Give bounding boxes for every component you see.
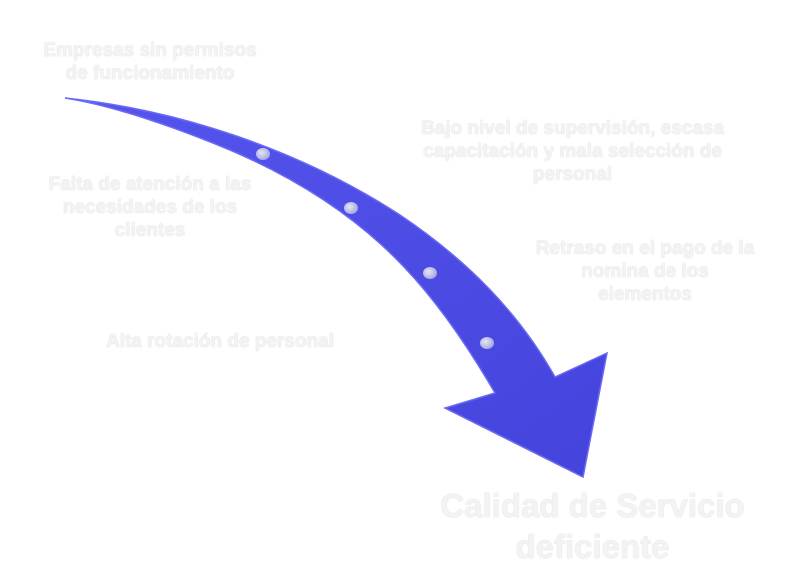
effect-calidad-servicio: Calidad de Servicio deficiente: [440, 487, 745, 566]
dot-icon: [256, 148, 270, 160]
dot-icon: [480, 337, 494, 349]
dot-icon: [423, 267, 437, 279]
cause-empresas-sin-permisos: Empresas sin permisos de funcionamiento: [43, 40, 257, 84]
cause-retraso-pago: Retraso en el pago de la nomina de los e…: [535, 238, 755, 305]
cause-falta-atencion: Falta de atención a las necesidades de l…: [48, 174, 252, 241]
cause-bajo-nivel-supervision: Bajo nivel de supervisión, escasa capaci…: [420, 118, 725, 185]
dot-icon: [344, 202, 358, 214]
cause-alta-rotacion: Alta rotación de personal: [105, 331, 335, 352]
arrow-shape: [64, 97, 609, 479]
